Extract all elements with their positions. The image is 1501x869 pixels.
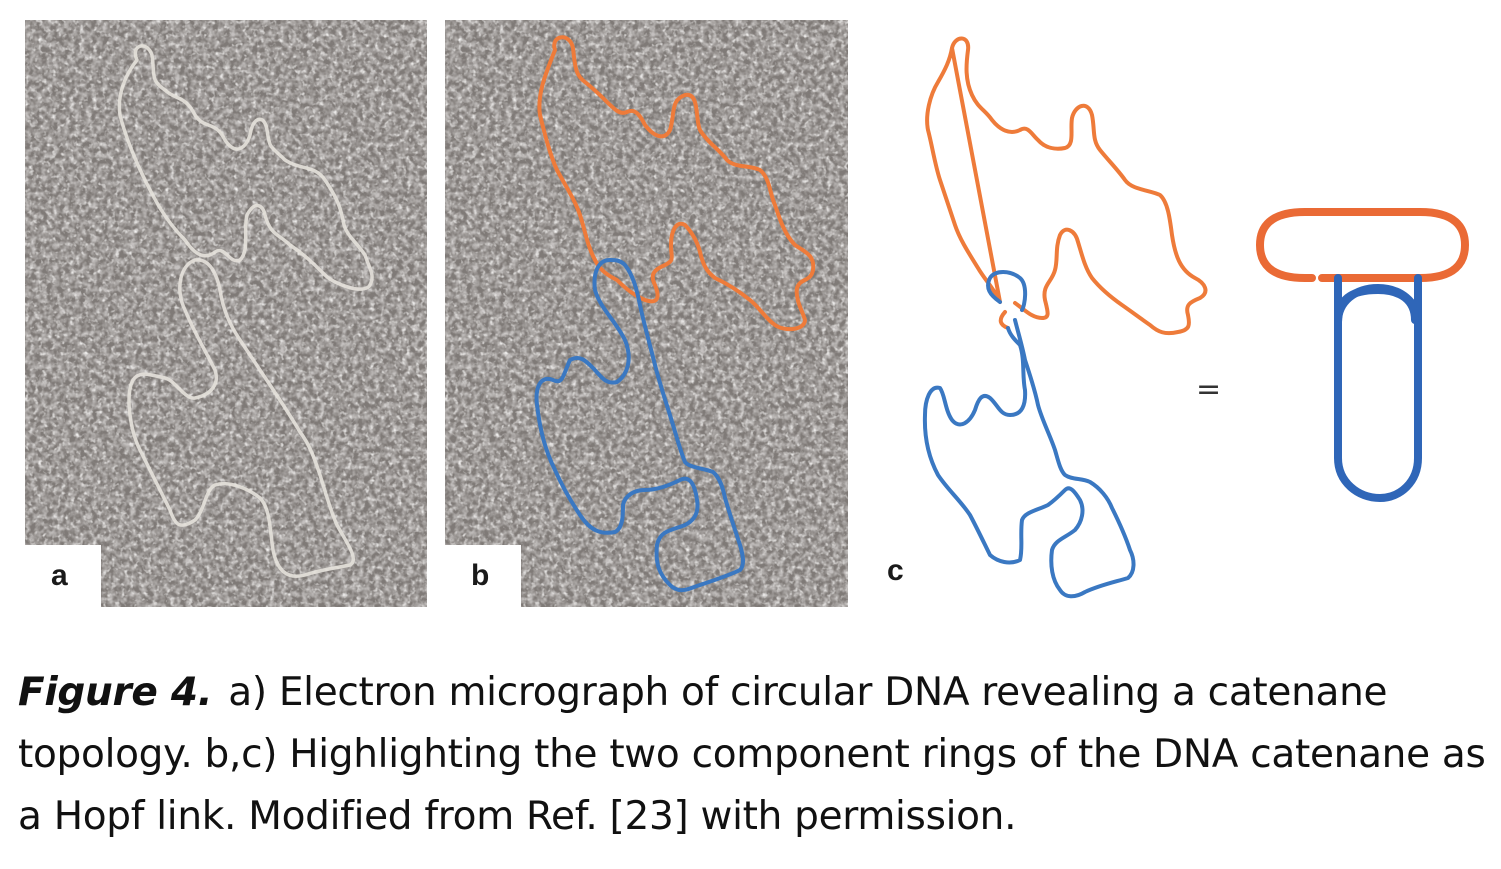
hopf-blue-ring: [1334, 274, 1422, 502]
caption-text: a) Electron micrograph of circular DNA r…: [18, 670, 1486, 839]
dna-strands: [117, 44, 374, 578]
figure-caption: Figure 4.a) Electron micrograph of circu…: [18, 662, 1488, 848]
panel-label-b: b: [471, 559, 490, 592]
micrograph-texture: [25, 20, 427, 607]
blue-ring-schematic: [922, 270, 1136, 599]
equals-sign: =: [1196, 372, 1222, 407]
blue-ring-trace: [534, 258, 745, 593]
panel-c-schematic: c =: [860, 20, 1501, 620]
panel-label-box-a: a: [25, 545, 101, 607]
orange-ring-trace: [537, 35, 816, 332]
orange-ring-schematic: [925, 36, 1208, 336]
panel-label-box-b: b: [445, 545, 521, 607]
panel-a-micrograph: a: [25, 20, 427, 607]
panel-label-a: a: [51, 559, 68, 592]
hopf-blue-ring-upper: [1334, 274, 1419, 326]
caption-label: Figure 4.: [18, 670, 213, 715]
panel-b-annotated-micrograph: b: [445, 20, 848, 607]
micrograph-texture: [445, 20, 848, 607]
panel-label-c: c: [887, 554, 904, 587]
schematic-drawing: [922, 36, 1469, 599]
hopf-orange-ring: [1256, 208, 1469, 282]
